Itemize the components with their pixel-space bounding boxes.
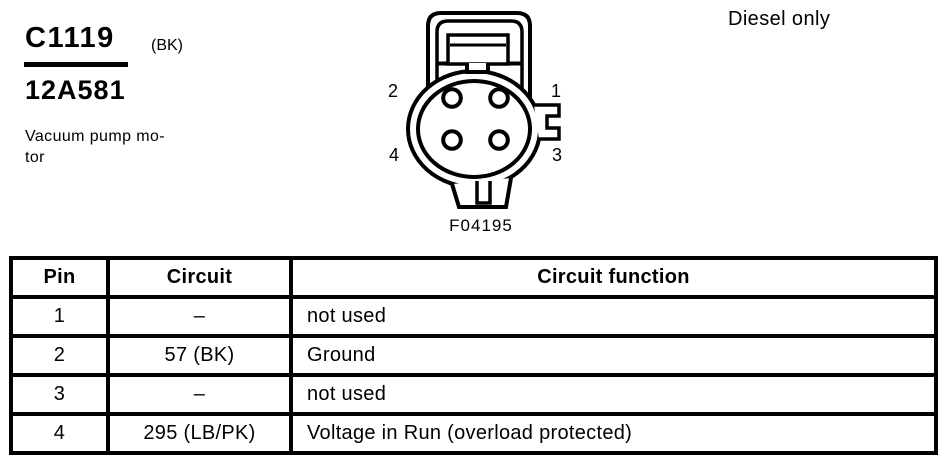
bottom-tab-notch	[475, 181, 492, 205]
connector-description: Vacuum pump mo- tor	[25, 126, 165, 168]
table-row-pin-4: 4 295 (LB/PK) Voltage in Run (overload p…	[9, 412, 938, 455]
connector-figure: 2 1 4 3 F04195	[385, 0, 580, 245]
circuit-function-cell: not used	[289, 373, 938, 416]
column-header-circuit: Circuit	[106, 256, 293, 299]
connector-body-inner	[416, 79, 532, 179]
connector-description-line2: tor	[25, 149, 45, 166]
pin-cavity-3	[488, 129, 510, 151]
circuit-cell: –	[106, 295, 293, 338]
connector-id: C1119	[25, 22, 115, 54]
note-diesel-only: Diesel only	[728, 8, 831, 30]
connector-face-diagram	[406, 11, 561, 209]
column-header-circuit-function: Circuit function	[289, 256, 938, 299]
pin-cavity-1	[488, 87, 510, 109]
figure-caption: F04195	[449, 216, 513, 235]
latch-notch	[465, 63, 490, 74]
connector-description-line1: Vacuum pump mo-	[25, 128, 165, 145]
pin-cell: 4	[9, 412, 110, 455]
circuit-cell: 295 (LB/PK)	[106, 412, 293, 455]
connector-id-underline	[24, 62, 128, 67]
pin-label-4: 4	[388, 145, 399, 165]
pin-cell: 2	[9, 334, 110, 377]
circuit-cell: 57 (BK)	[106, 334, 293, 377]
latch-tab-inner	[435, 19, 524, 112]
latch-plate	[446, 33, 510, 66]
circuit-function-cell: Ground	[289, 334, 938, 377]
pin-cavity-4	[441, 129, 463, 151]
circuit-function-cell: Voltage in Run (overload protected)	[289, 412, 938, 455]
pinout-table: Pin Circuit Circuit function 1 – not use…	[9, 256, 938, 455]
pin-cavity-2	[441, 87, 463, 109]
pin-cell: 1	[9, 295, 110, 338]
latch-tab-outer	[426, 11, 532, 112]
right-keyway	[534, 103, 561, 141]
circuit-cell: –	[106, 373, 293, 416]
table-row-pin-2: 2 57 (BK) Ground	[9, 334, 938, 377]
connector-color-code: (BK)	[151, 37, 183, 54]
pin-cell: 3	[9, 373, 110, 416]
circuit-function-cell: not used	[289, 295, 938, 338]
part-number: 12A581	[25, 75, 126, 105]
table-row-pin-1: 1 – not used	[9, 295, 938, 338]
table-row-pin-3: 3 – not used	[9, 373, 938, 416]
pin-label-1: 1	[550, 81, 561, 101]
pin-label-3: 3	[551, 145, 562, 165]
column-header-pin: Pin	[9, 256, 110, 299]
pinout-header-row: Pin Circuit Circuit function	[9, 256, 938, 299]
pin-label-2: 2	[387, 81, 398, 101]
